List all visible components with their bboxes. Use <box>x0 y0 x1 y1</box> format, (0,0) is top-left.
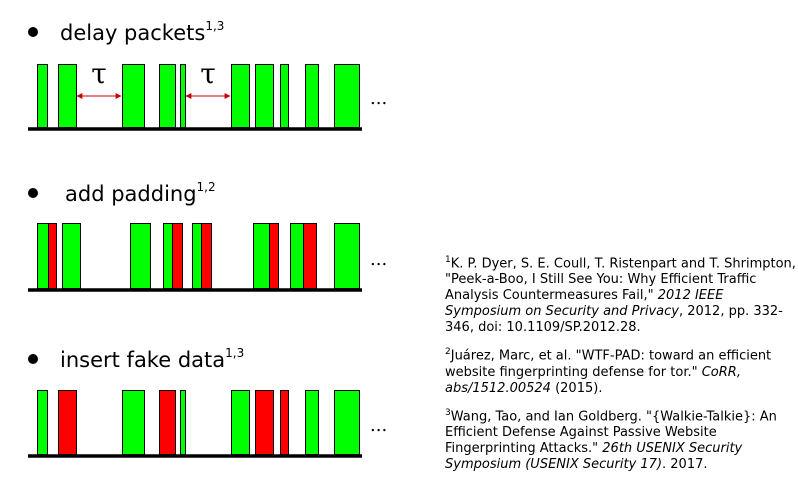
fake-packet <box>303 223 317 289</box>
fake-packet <box>172 223 183 289</box>
bullet-label: add padding <box>65 182 197 206</box>
real-packet <box>280 64 289 128</box>
real-packet <box>290 223 304 289</box>
reference-number: 3 <box>445 407 451 418</box>
real-packet <box>159 64 176 128</box>
fake-packet <box>58 390 77 455</box>
fake-packet <box>255 390 274 455</box>
bullet-add-padding: add padding1,2 <box>28 180 216 206</box>
real-packet <box>231 390 250 455</box>
ellipsis: ... <box>370 415 387 436</box>
tau-label: τ <box>200 57 216 90</box>
real-packet <box>192 223 202 289</box>
real-packet <box>163 223 173 289</box>
bullet-refs: 1,3 <box>205 19 225 33</box>
reference-3: 3Wang, Tao, and Ian Goldberg. "{Walkie-T… <box>445 405 797 473</box>
reference-number: 1 <box>445 255 451 265</box>
bullet-insert-fake-data: insert fake data1,3 <box>28 346 245 372</box>
real-packet <box>255 64 274 128</box>
reference-venue: CoRR, abs/1512.00524 <box>445 364 741 396</box>
real-packet <box>334 223 360 289</box>
real-packet <box>37 64 48 128</box>
tau-label: τ <box>91 57 107 90</box>
reference-tail: . 2017. <box>662 456 708 472</box>
real-packet <box>122 390 145 455</box>
real-packet <box>130 223 151 289</box>
real-packet <box>231 64 250 128</box>
ellipsis: ... <box>370 249 387 270</box>
real-packet <box>122 64 145 128</box>
fake-packet <box>201 223 212 289</box>
real-packet <box>180 64 186 128</box>
reference-tail: , 2012, pp. 332-346, doi: 10.1109/SP.201… <box>445 304 783 336</box>
real-packet <box>334 64 360 128</box>
bullet-delay-packets: delay packets1,3 <box>28 19 225 45</box>
real-packet <box>58 64 77 128</box>
bullet-label: insert fake data <box>60 348 226 372</box>
fake-packet <box>280 390 289 455</box>
bullet-dot <box>28 354 38 364</box>
real-packet <box>37 390 48 455</box>
real-packet <box>62 223 81 289</box>
real-packet <box>334 390 360 455</box>
bullet-dot <box>28 27 38 37</box>
bullet-dot <box>28 188 38 198</box>
fake-packet <box>159 390 176 455</box>
fake-packet <box>269 223 279 289</box>
fake-packet <box>48 223 57 289</box>
references: 1K. P. Dyer, S. E. Coull, T. Ristenpart … <box>445 252 797 481</box>
real-packet <box>180 390 186 455</box>
bullet-refs: 1,2 <box>196 180 216 194</box>
reference-number: 2 <box>445 347 451 358</box>
bullet-label: delay packets <box>60 21 206 45</box>
reference-venue: 2012 IEEE Symposium on Security and Priv… <box>445 288 724 320</box>
reference-text: Wang, Tao, and Ian Goldberg. "{Walkie-Ta… <box>445 408 777 456</box>
reference-text: Juárez, Marc, et al. "WTF-PAD: toward an… <box>445 348 772 380</box>
real-packet <box>305 390 319 455</box>
reference-2: 2Juárez, Marc, et al. "WTF-PAD: toward a… <box>445 344 797 396</box>
ellipsis: ... <box>370 88 387 109</box>
reference-1: 1K. P. Dyer, S. E. Coull, T. Ristenpart … <box>445 252 797 336</box>
reference-tail: (2015). <box>550 380 603 396</box>
real-packet <box>37 223 49 289</box>
bullet-refs: 1,3 <box>225 346 245 360</box>
reference-text: K. P. Dyer, S. E. Coull, T. Ristenpart a… <box>445 256 796 304</box>
real-packet <box>305 64 319 128</box>
reference-venue: 26th USENIX Security Symposium (USENIX S… <box>445 440 743 472</box>
real-packet <box>253 223 270 289</box>
